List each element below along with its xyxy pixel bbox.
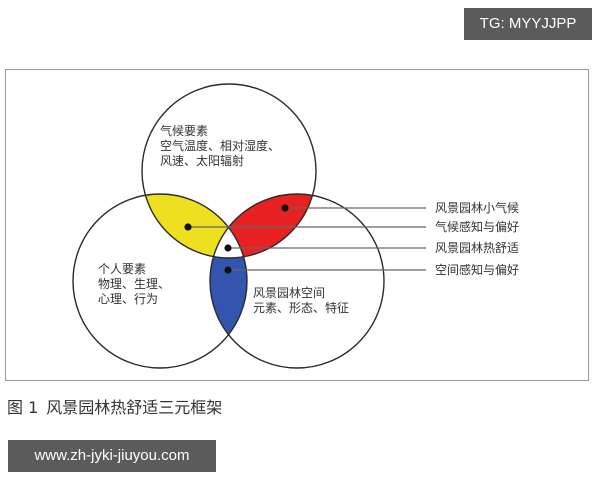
figure-number: 图 1: [7, 398, 39, 417]
dot-space-perception: [224, 266, 232, 274]
callout-thermal-comfort: 风景园林热舒适: [435, 241, 520, 255]
space-factors-title: 风景园林空间: [253, 286, 326, 300]
circle-personal: [72, 193, 248, 369]
space-factors-label: 风景园林空间 元素、形态、特征: [253, 286, 349, 316]
climate-factors-line-2: 风速、太阳辐射: [160, 154, 245, 168]
climate-factors-line-1: 空气温度、相对湿度、: [160, 139, 281, 153]
circle-space: [209, 193, 385, 369]
watermark-badge-url: www.zh-jyki-jiuyou.com: [8, 440, 216, 472]
personal-factors-line-2: 心理、行为: [98, 292, 159, 306]
watermark-badge-top: TG: MYYJJPP: [464, 8, 592, 40]
personal-factors-line-1: 物理、生理、: [98, 277, 171, 291]
space-factors-line-1: 元素、形态、特征: [253, 301, 350, 315]
dot-thermal-comfort: [224, 244, 232, 252]
climate-factors-title: 气候要素: [160, 124, 209, 138]
figure-caption: 图 1 风景园林热舒适三元框架: [7, 394, 222, 418]
personal-factors-label: 个人要素 物理、生理、 心理、行为: [98, 262, 170, 307]
region-microclimate: [210, 194, 316, 258]
callout-space-perception: 空间感知与偏好: [435, 263, 520, 277]
figure-title: 风景园林热舒适三元框架: [46, 398, 223, 417]
dot-microclimate: [281, 204, 289, 212]
region-climate-perception: [142, 194, 247, 258]
callout-microclimate: 风景园林小气候: [435, 201, 520, 215]
climate-factors-label: 气候要素 空气温度、相对湿度、 风速、太阳辐射: [160, 124, 280, 169]
circle-climate: [141, 83, 317, 259]
callout-climate-perception: 气候感知与偏好: [435, 220, 520, 234]
dot-climate-perception: [184, 223, 192, 231]
personal-factors-title: 个人要素: [98, 262, 147, 276]
